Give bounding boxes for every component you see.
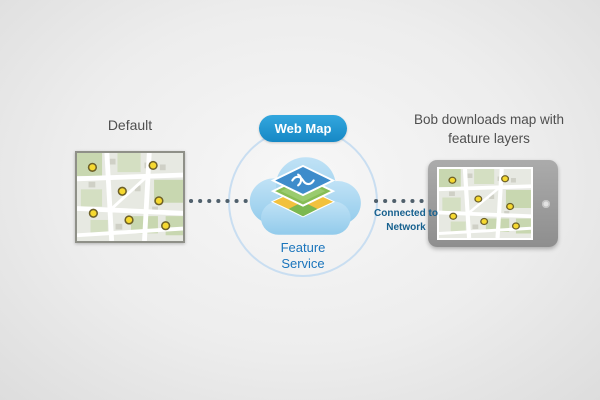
download-caption: Bob downloads map with feature layers bbox=[413, 112, 565, 146]
tablet-camera bbox=[542, 199, 550, 208]
feature-service-label: Feature Service bbox=[280, 240, 326, 271]
tablet-device bbox=[428, 160, 558, 247]
tablet-map-graphic bbox=[439, 169, 531, 238]
feature-layers-icon bbox=[271, 164, 335, 218]
connected-to-network-label: Connected to Network bbox=[374, 208, 438, 233]
web-map-badge: Web Map bbox=[259, 115, 347, 142]
street-map-graphic bbox=[77, 153, 183, 241]
default-label: Default bbox=[107, 117, 153, 133]
tablet-screen bbox=[437, 167, 533, 240]
default-map-thumbnail bbox=[75, 151, 185, 243]
